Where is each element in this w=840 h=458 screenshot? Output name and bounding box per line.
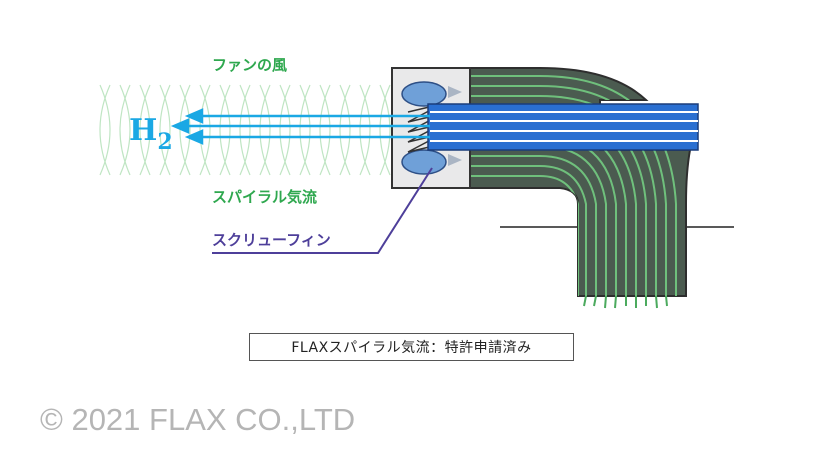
- h2-subscript: 2: [157, 129, 173, 155]
- spiral-coil: [407, 103, 443, 153]
- elbow-duct: [391, 67, 699, 297]
- screw-fin-label: スクリューフィン: [212, 231, 331, 249]
- patent-notice: FLAXスパイラル気流：特許申請済み: [249, 333, 574, 361]
- spiral-flow-label: スパイラル気流: [212, 188, 318, 206]
- h2-label: H2: [129, 113, 173, 155]
- spiral-airflow-pattern: [99, 84, 391, 176]
- screw-fin-bottom: [401, 149, 447, 175]
- h2-symbol: H: [129, 113, 158, 148]
- fan-wind-label: ファンの風: [212, 56, 288, 74]
- hydrogen-pipe: [427, 103, 699, 151]
- screw-fin-leader-line: [212, 167, 433, 254]
- hydrogen-arrows: [170, 108, 430, 145]
- copyright-text: © 2021 FLAX CO.,LTD: [40, 402, 356, 437]
- screw-fin-top: [401, 81, 447, 107]
- fin-tails: [583, 295, 668, 309]
